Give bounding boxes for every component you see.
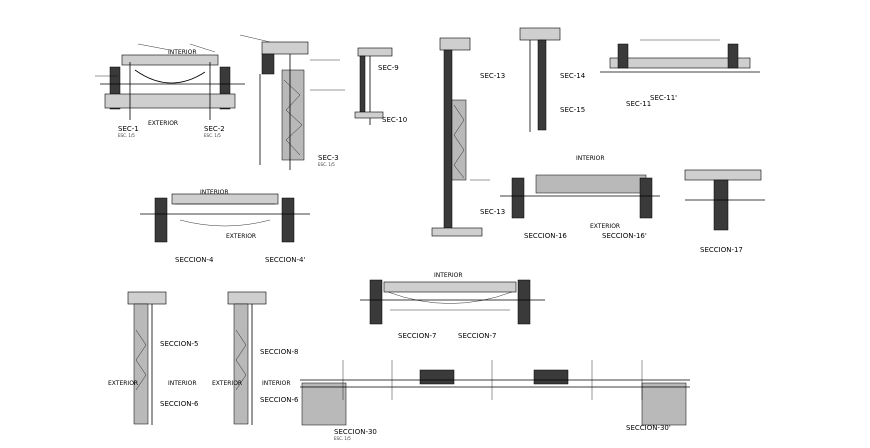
detail-sec-1: INTERIOR EXTERIOR SEC-1 SEC-2 ESC. 1/5 E… bbox=[95, 43, 245, 138]
detail-seccion-16: INTERIOR EXTERIOR SECCION-16 SECCION-16' bbox=[500, 155, 660, 240]
detail-sec-9-10: SEC-9 SEC-10 bbox=[354, 47, 407, 125]
interior-text: INTERIOR bbox=[434, 272, 463, 279]
title-sec-3: SEC-3 bbox=[318, 154, 339, 162]
detail-seccion-8-6: SECCION-8 SECCION-6 EXTERIOR INTERIOR bbox=[212, 291, 299, 425]
detail-sec-13: SEC-13 SEC-13 bbox=[431, 37, 505, 237]
title-seccion-4: SECCION-4 bbox=[175, 256, 214, 264]
title-seccion-4p: SECCION-4' bbox=[265, 256, 305, 264]
exterior-text: EXTERIOR bbox=[226, 233, 256, 240]
title-sec-10: SEC-10 bbox=[382, 116, 407, 124]
detail-sec-11: SEC-11' SEC-11 bbox=[600, 39, 760, 108]
title-seccion-7p: SECCION-7 bbox=[458, 332, 496, 340]
exterior-text: EXTERIOR bbox=[108, 380, 138, 387]
title-sec-13: SEC-13 bbox=[480, 72, 505, 80]
interior-text: INTERIOR bbox=[168, 380, 197, 387]
detail-seccion-7: INTERIOR SECCION-7 SECCION-7 bbox=[360, 272, 545, 340]
title-seccion-30p: SECCION-30' bbox=[626, 424, 671, 432]
title-seccion-5: SECCION-5 bbox=[160, 340, 198, 348]
title-seccion-6b: SECCION-6 bbox=[260, 396, 299, 404]
interior-text: INTERIOR bbox=[200, 189, 229, 196]
scale-note: ESC. 1/5 bbox=[118, 133, 135, 138]
detail-seccion-4: INTERIOR EXTERIOR SECCION-4 SECCION-4' bbox=[140, 189, 310, 264]
title-seccion-17: SECCION-17 bbox=[700, 246, 743, 254]
scale-note: ESC. 1/5 bbox=[204, 133, 221, 138]
exterior-text: EXTERIOR bbox=[590, 223, 620, 230]
title-sec-15: SEC-15 bbox=[560, 106, 585, 114]
detail-seccion-30: SECCION-30 SECCION-30' ESC. 1/5 bbox=[300, 360, 690, 441]
title-seccion-16: SECCION-16 bbox=[524, 232, 567, 240]
title-sec-9: SEC-9 bbox=[378, 64, 399, 72]
detail-sec-3: SEC-3 ESC. 1/5 bbox=[239, 34, 345, 170]
interior-text: INTERIOR bbox=[262, 380, 291, 387]
title-sec-2: SEC-2 bbox=[204, 125, 225, 133]
title-seccion-16p: SECCION-16' bbox=[602, 232, 647, 240]
title-sec-11: SEC-11' bbox=[650, 94, 677, 102]
detail-seccion-17: SECCION-17 bbox=[684, 169, 765, 254]
title-sec-13-b: SEC-13 bbox=[480, 208, 505, 216]
detail-seccion-5-6: SECCION-5 SECCION-6 EXTERIOR INTERIOR bbox=[108, 291, 199, 425]
exterior-text: EXTERIOR bbox=[148, 120, 178, 127]
exterior-text: EXTERIOR bbox=[212, 380, 242, 387]
title-seccion-7: SECCION-7 bbox=[398, 332, 436, 340]
title-seccion-6: SECCION-6 bbox=[160, 400, 199, 408]
interior-text: INTERIOR bbox=[576, 155, 605, 162]
title-sec-11-b: SEC-11 bbox=[626, 100, 651, 108]
title-sec-1: SEC-1 bbox=[118, 125, 139, 133]
title-seccion-8: SECCION-8 bbox=[260, 348, 298, 356]
title-seccion-30: SECCION-30 bbox=[334, 428, 377, 436]
detail-sec-14-15: SEC-14 SEC-15 bbox=[519, 27, 586, 132]
scale-note: ESC. 1/5 bbox=[334, 436, 351, 441]
interior-text: INTERIOR bbox=[168, 49, 197, 56]
scale-note: ESC. 1/5 bbox=[318, 162, 335, 167]
title-sec-14: SEC-14 bbox=[560, 72, 586, 80]
